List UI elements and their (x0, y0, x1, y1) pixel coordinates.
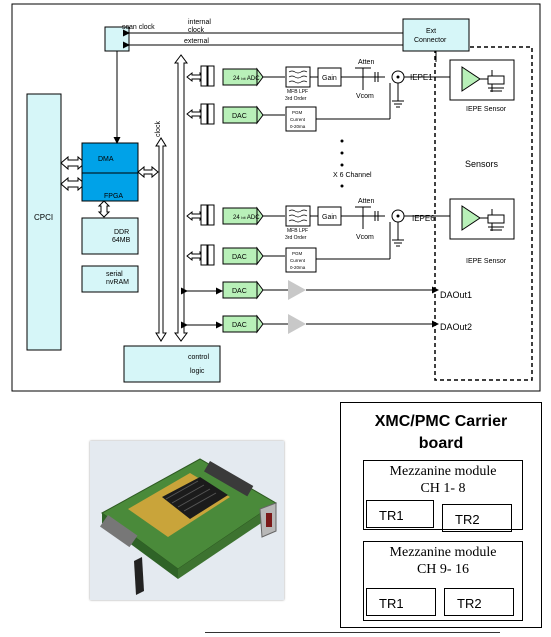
sensors-region (434, 46, 533, 381)
iepe-sensor-1: IEPE Sensor (449, 59, 515, 113)
daout2-path: DAC DAOut2 (181, 314, 472, 334)
tr2-box: TR2 (444, 588, 514, 616)
svg-text:Atten: Atten (358, 198, 374, 205)
daout1-path: DAC DAOut1 (181, 280, 472, 300)
daout1-label: DAOut1 (440, 290, 472, 300)
pgm-box (285, 106, 317, 132)
channel-6: 24 bit ADC MFB LPF 3rd Order Gain Atten … (186, 198, 450, 273)
bottom-rule (205, 632, 500, 633)
svg-text:0-20ma: 0-20ma (290, 265, 306, 270)
fpga-ddr-arrow (97, 200, 111, 218)
tr1-box: TR1 (366, 588, 436, 616)
vcom-label: Vcom (356, 93, 374, 100)
control-logic-box (123, 345, 221, 383)
svg-text:Current: Current (290, 258, 306, 263)
svg-text:PGM: PGM (292, 110, 303, 115)
fpga-label: FPGA (104, 193, 123, 200)
fpga-bus-arrow (137, 165, 159, 179)
svg-text:DAC: DAC (232, 288, 247, 295)
tr2-box: TR2 (442, 504, 512, 532)
carrier-board-photo (90, 441, 284, 600)
cpci-label: CPCI (34, 213, 53, 222)
tr1-box: TR1 (366, 500, 434, 528)
x6-channel-label: X 6 Channel (333, 172, 372, 179)
mezzanine-title: Mezzanine module CH 9- 16 (389, 545, 497, 577)
iepe6-label: IEPE6 (412, 214, 435, 223)
clock-label: clock (155, 121, 162, 137)
svg-text:Current: Current (290, 117, 306, 122)
dac-label: DAC (232, 113, 247, 120)
nvram-box (81, 265, 139, 293)
mezzanine-module-2: Mezzanine module CH 9- 16 TR1 TR2 (363, 541, 523, 621)
svg-text:3rd Order: 3rd Order (285, 235, 307, 241)
svg-text:DAC: DAC (232, 254, 247, 261)
svg-text:Vcom: Vcom (356, 234, 374, 241)
iepe-sensor-6: IEPE Sensor (449, 198, 515, 265)
sensors-label: Sensors (465, 159, 499, 169)
mezzanine-title: Mezzanine module CH 1- 8 (389, 464, 497, 496)
clock-bus (155, 137, 167, 342)
svg-text:PGM: PGM (292, 251, 303, 256)
gain-label: Gain (322, 75, 337, 82)
svg-text:IEPE Sensor: IEPE Sensor (466, 258, 507, 265)
svg-text:MFB LPF: MFB LPF (287, 89, 308, 95)
dma-box (81, 142, 139, 174)
cpci-fpga-bus (60, 155, 86, 192)
dma-label: DMA (98, 156, 114, 163)
svg-text:MFB LPF: MFB LPF (287, 228, 308, 234)
svg-text:Gain: Gain (322, 214, 337, 221)
svg-text:0-20ma: 0-20ma (290, 124, 306, 129)
external-label: external (184, 38, 209, 45)
daout2-label: DAOut2 (440, 322, 472, 332)
ddr-box (81, 217, 139, 255)
svg-text:24 bit ADC: 24 bit ADC (233, 215, 260, 221)
channel-1: 24 bit ADC MFB LPF 3rd Order Gain Atten … (186, 59, 450, 132)
atten-label: Atten (358, 59, 374, 66)
svg-text:DAC: DAC (232, 322, 247, 329)
data-bus (174, 54, 188, 342)
svg-text:3rd Order: 3rd Order (285, 96, 307, 102)
mezzanine-module-1: Mezzanine module CH 1- 8 TR1 TR2 (363, 460, 523, 532)
adc-label: 24 bit ADC (233, 76, 260, 82)
ext-connector-box (402, 18, 470, 52)
iepe-sensor-label: IEPE Sensor (466, 106, 507, 113)
cpci-box (26, 93, 62, 351)
scan-clock-label: scan clock (122, 24, 155, 31)
carrier-board-panel: XMC/PMC Carrier board Mezzanine module C… (340, 402, 542, 628)
carrier-title: XMC/PMC Carrier board (374, 413, 508, 452)
